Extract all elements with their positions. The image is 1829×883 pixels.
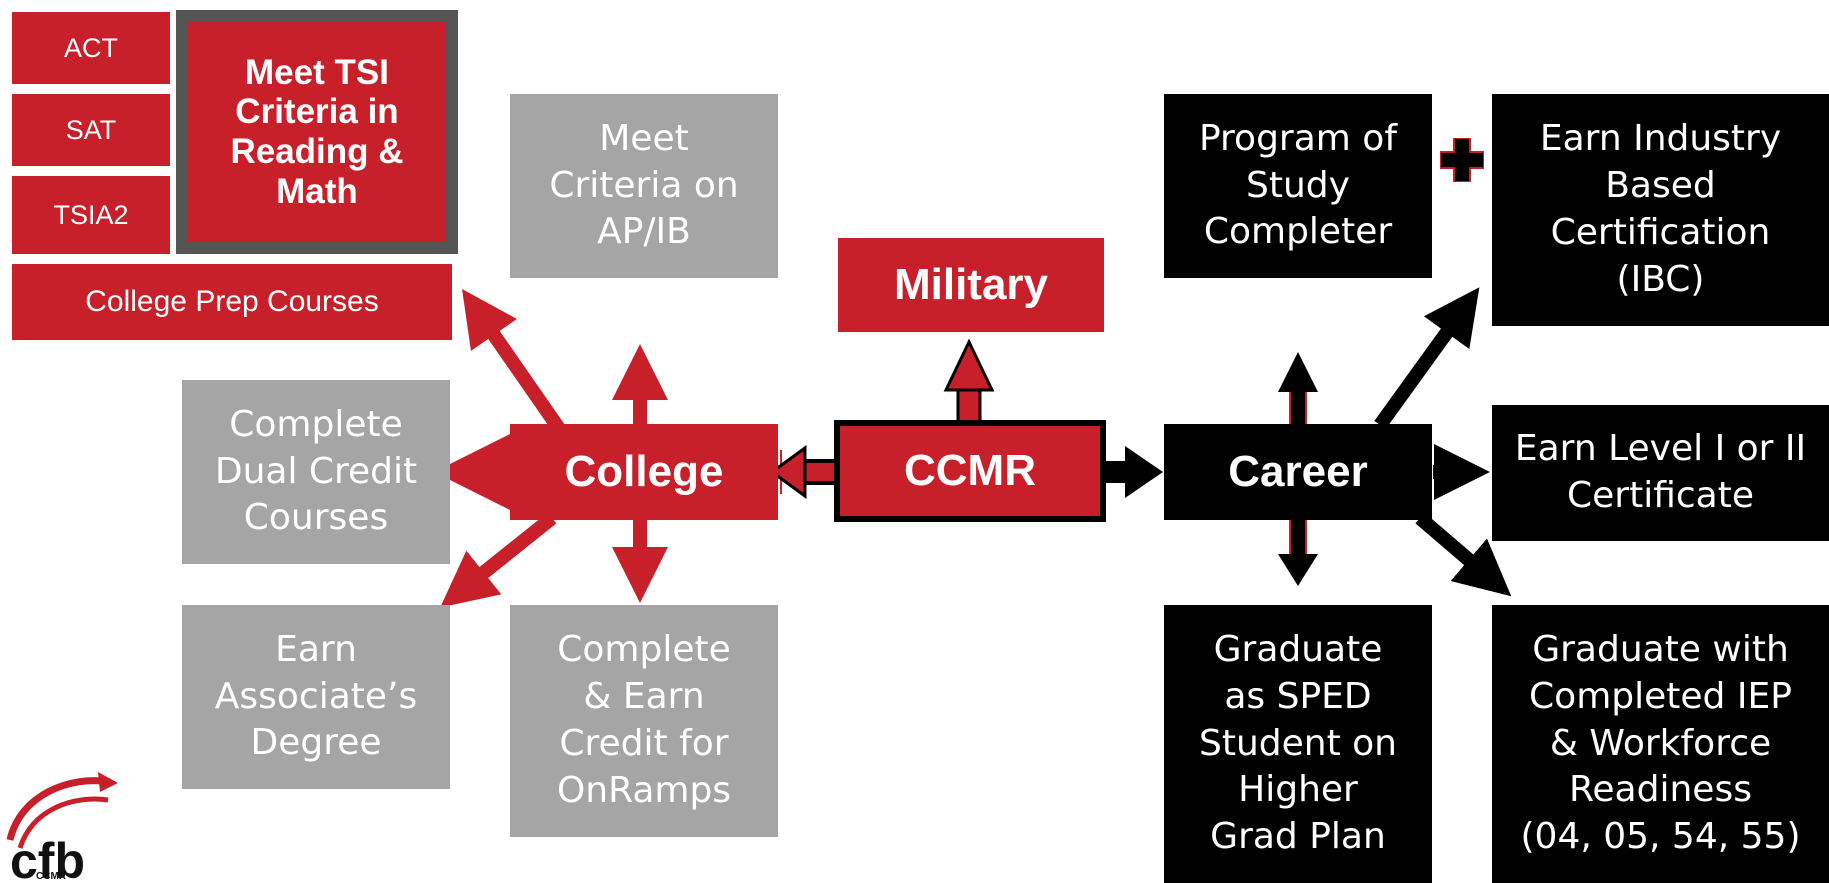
meet-tsi-box: Meet TSI Criteria in Reading & Math: [176, 10, 458, 254]
tsia2-box: TSIA2: [12, 176, 170, 254]
college-box: College: [510, 424, 778, 520]
program-of-study-box: Program of Study Completer: [1164, 94, 1432, 278]
logo-subtext: CCMR: [36, 871, 66, 882]
arrow-college-to-associates: [440, 512, 557, 608]
ibc-box: Earn Industry Based Certification (IBC): [1492, 94, 1829, 326]
plus-icon: [1440, 138, 1484, 182]
iep-box: Graduate with Completed IEP & Workforce …: [1492, 605, 1829, 883]
arrow-college-to-prep: [462, 289, 566, 434]
dual-credit-box: Complete Dual Credit Courses: [182, 380, 450, 564]
career-box: Career: [1164, 424, 1432, 520]
logo-text: cfb: [10, 833, 85, 883]
act-box: ACT: [12, 12, 170, 84]
sat-box: SAT: [12, 94, 170, 166]
onramps-box: Complete & Earn Credit for OnRamps: [510, 605, 778, 837]
associates-box: Earn Associate’s Degree: [182, 605, 450, 789]
arrow-career-to-iep: [1415, 512, 1512, 597]
ccmr-box: CCMR: [834, 420, 1106, 522]
arrow-ccmr-to-college-head: [780, 450, 782, 494]
college-prep-box: College Prep Courses: [12, 264, 452, 340]
cfb-logo: cfb: [6, 772, 118, 883]
military-box: Military: [838, 238, 1104, 332]
sped-box: Graduate as SPED Student on Higher Grad …: [1164, 605, 1432, 883]
level-certificate-box: Earn Level I or II Certificate: [1492, 405, 1829, 541]
ap-ib-box: Meet Criteria on AP/IB: [510, 94, 778, 278]
arrow-career-to-ibc: [1374, 287, 1480, 430]
